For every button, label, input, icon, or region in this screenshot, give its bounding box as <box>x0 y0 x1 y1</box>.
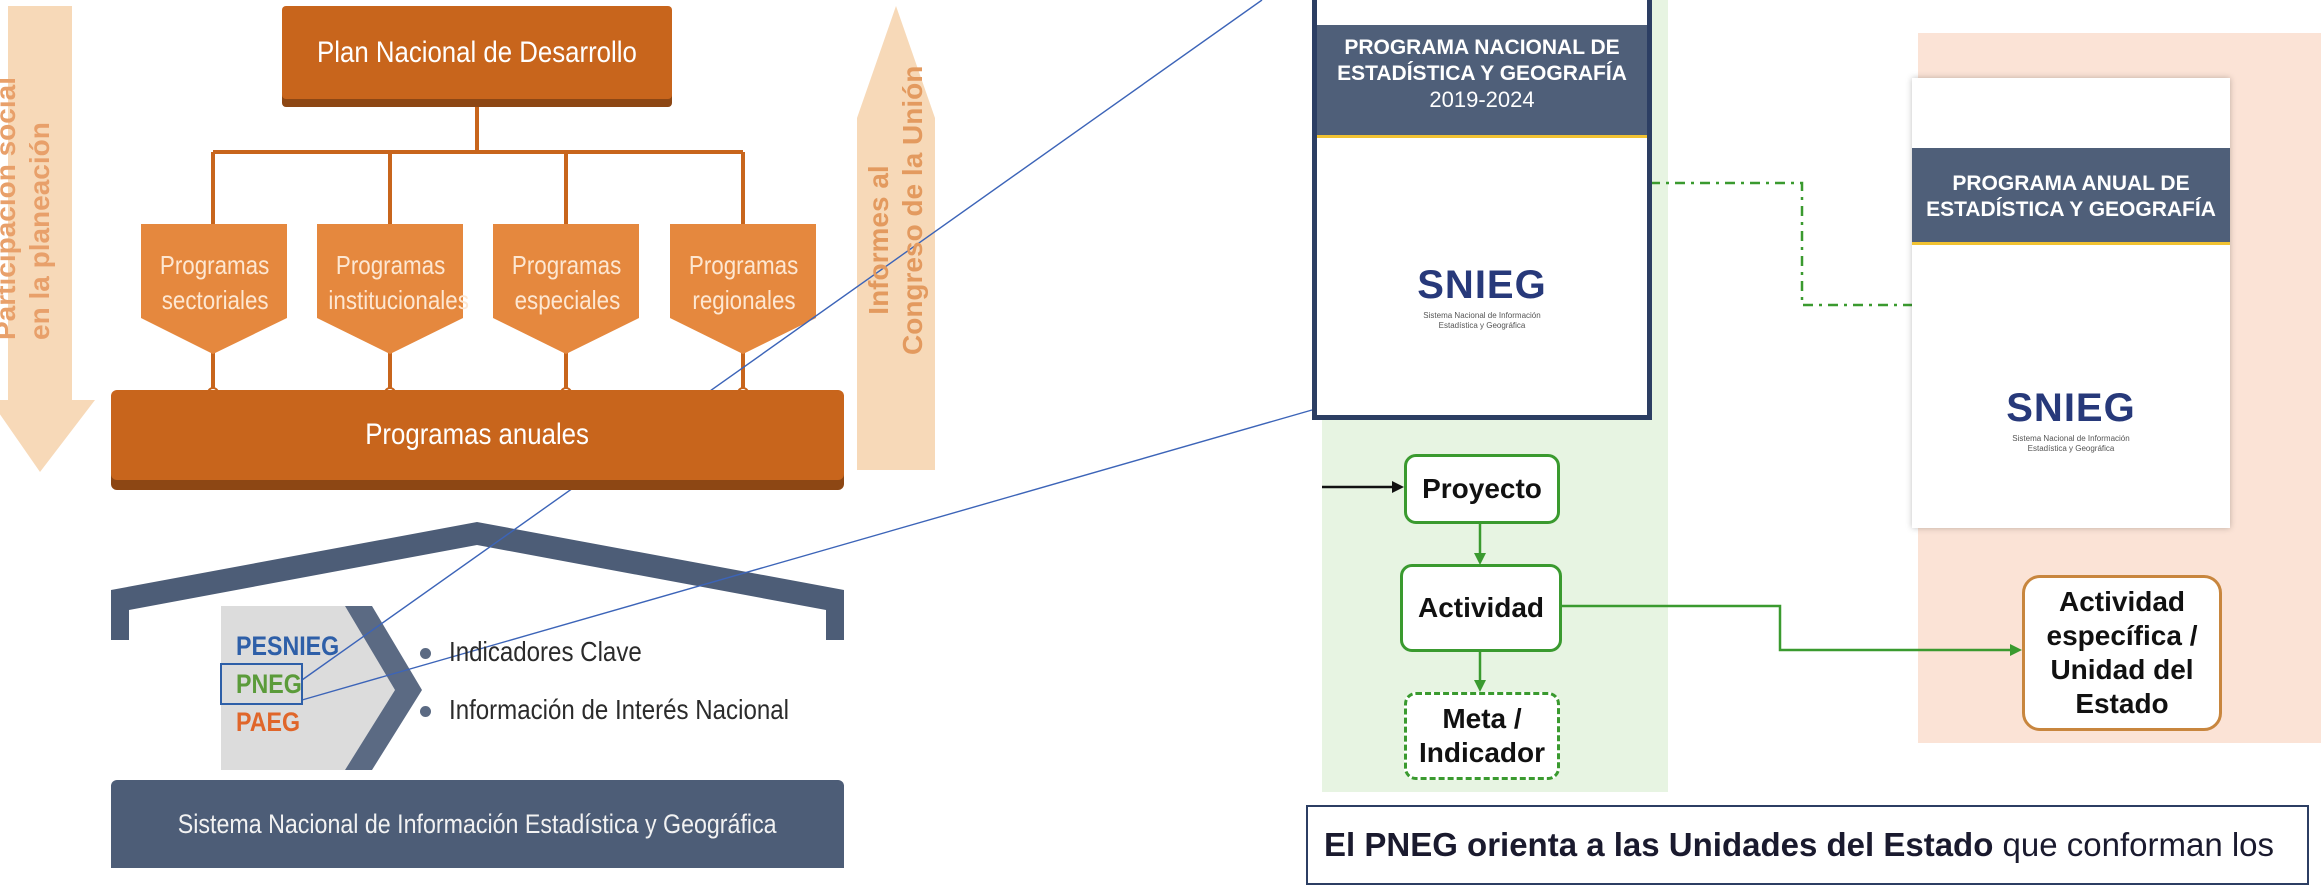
program-line-2: regionales <box>692 285 796 315</box>
especifica-line-3: Unidad del <box>2050 654 2194 685</box>
pneg-years: 2019-2024 <box>1429 87 1535 112</box>
bullet-text: Información de Interés Nacional <box>449 694 789 725</box>
proyecto-node: Proyecto <box>1404 454 1560 524</box>
program-line-1: Programas <box>336 250 446 280</box>
bullet-text: Indicadores Clave <box>449 636 642 667</box>
participation-label: Participación social en la planeación <box>0 77 57 340</box>
paeg-snieg-logo: SNIEG <box>2006 386 2136 430</box>
participation-line-2: en la planeación <box>24 122 55 340</box>
system-bar: Sistema Nacional de Información Estadíst… <box>111 780 844 868</box>
especifica-line-1: Actividad <box>2058 586 2186 617</box>
program-line-2: institucionales <box>328 285 469 315</box>
zoom-lines <box>301 0 1313 701</box>
program-line-1: Programas <box>160 250 270 280</box>
note-bold: El PNEG orienta a las Unidades del Estad… <box>1324 826 1994 863</box>
paeg-label: PAEG <box>236 703 311 741</box>
program-line-2: especiales <box>514 285 620 315</box>
note-rest: que conforman los <box>1993 826 2275 863</box>
stack-panel <box>221 606 395 770</box>
pesnieg-label: PESNIEG <box>236 627 356 665</box>
pneg-cover-header: PROGRAMA NACIONAL DE ESTADÍSTICA Y GEOGR… <box>1317 25 1647 135</box>
participation-line-1: Participación social <box>0 77 21 340</box>
paeg-logo-subtitle: Sistema Nacional de Información Estadíst… <box>1912 434 2230 454</box>
pesnieg-text: PESNIEG <box>236 631 340 661</box>
paeg-logo-sub-2: Estadística y Geográfica <box>2027 444 2115 453</box>
plan-nacional-box: Plan Nacional de Desarrollo <box>282 6 672 99</box>
note-box: El PNEG orienta a las Unidades del Estad… <box>1306 805 2309 885</box>
actividad-especifica-node: Actividad específica / Unidad del Estado <box>2022 575 2222 731</box>
bullet-informacion: Información de Interés Nacional <box>420 694 844 726</box>
paeg-text: PAEG <box>236 707 301 737</box>
paeg-title-1: PROGRAMA ANUAL DE <box>1952 172 2190 195</box>
plan-title: Plan Nacional de Desarrollo <box>317 35 637 69</box>
reports-label: Informes al Congreso de la Unión <box>862 65 930 355</box>
reports-line-1: Informes al <box>863 165 894 315</box>
pneg-logo-sub-1: Sistema Nacional de Información <box>1423 311 1541 320</box>
meta-line-1: Meta / <box>1442 703 1522 734</box>
roof-shape <box>111 522 844 640</box>
paeg-logo-sub-1: Sistema Nacional de Información <box>2012 434 2130 443</box>
pneg-highlight <box>220 663 303 705</box>
program-line-2: sectoriales <box>161 285 269 315</box>
program-sectoriales: Programas sectoriales <box>141 248 289 318</box>
meta-node: Meta / Indicador <box>1404 692 1560 780</box>
system-bar-text: Sistema Nacional de Información Estadíst… <box>178 808 777 839</box>
program-line-1: Programas <box>512 250 622 280</box>
paeg-title-2: ESTADÍSTICA Y GEOGRAFÍA <box>1926 198 2216 221</box>
especifica-line-2: específica / <box>2046 620 2198 651</box>
program-institucionales: Programas institucionales <box>317 248 469 318</box>
meta-line-2: Indicador <box>1418 737 1545 768</box>
program-line-1: Programas <box>689 250 799 280</box>
pneg-title-2: ESTADÍSTICA Y GEOGRAFÍA <box>1337 62 1627 85</box>
pneg-logo-sub-2: Estadística y Geográfica <box>1438 321 1526 330</box>
programas-anuales-box: Programas anuales <box>111 390 844 480</box>
actividad-label: Actividad <box>1417 592 1545 623</box>
stack-chevron <box>345 606 422 770</box>
participation-arrow <box>0 6 95 472</box>
actividad-node: Actividad <box>1400 564 1562 652</box>
paeg-cover-header: PROGRAMA ANUAL DE ESTADÍSTICA Y GEOGRAFÍ… <box>1912 148 2230 244</box>
pneg-label: PNEG <box>236 665 313 703</box>
bullet-dot <box>420 706 431 718</box>
proyecto-label: Proyecto <box>1422 473 1542 504</box>
plan-connectors <box>211 100 745 392</box>
pneg-accent-line <box>1317 135 1647 138</box>
pneg-snieg-logo: SNIEG <box>1417 263 1547 307</box>
pneg-text: PNEG <box>236 669 302 699</box>
pneg-cover: PROGRAMA NACIONAL DE ESTADÍSTICA Y GEOGR… <box>1312 0 1652 420</box>
bullet-indicadores: Indicadores Clave <box>420 636 673 668</box>
pneg-to-paeg-arrow <box>1650 181 1940 307</box>
paeg-cover: PROGRAMA ANUAL DE ESTADÍSTICA Y GEOGRAFÍ… <box>1912 78 2230 528</box>
pneg-logo-subtitle: Sistema Nacional de Información Estadíst… <box>1317 311 1647 331</box>
annual-title: Programas anuales <box>365 418 590 451</box>
reports-line-2: Congreso de la Unión <box>897 65 928 355</box>
program-regionales: Programas regionales <box>670 248 818 318</box>
reports-arrow <box>857 6 935 470</box>
pneg-title-1: PROGRAMA NACIONAL DE <box>1344 36 1620 59</box>
especifica-line-4: Estado <box>2075 688 2169 719</box>
program-especiales: Programas especiales <box>493 248 641 318</box>
program-shapes <box>141 224 816 354</box>
paeg-accent-line <box>1912 242 2230 245</box>
bullet-dot <box>420 648 431 660</box>
